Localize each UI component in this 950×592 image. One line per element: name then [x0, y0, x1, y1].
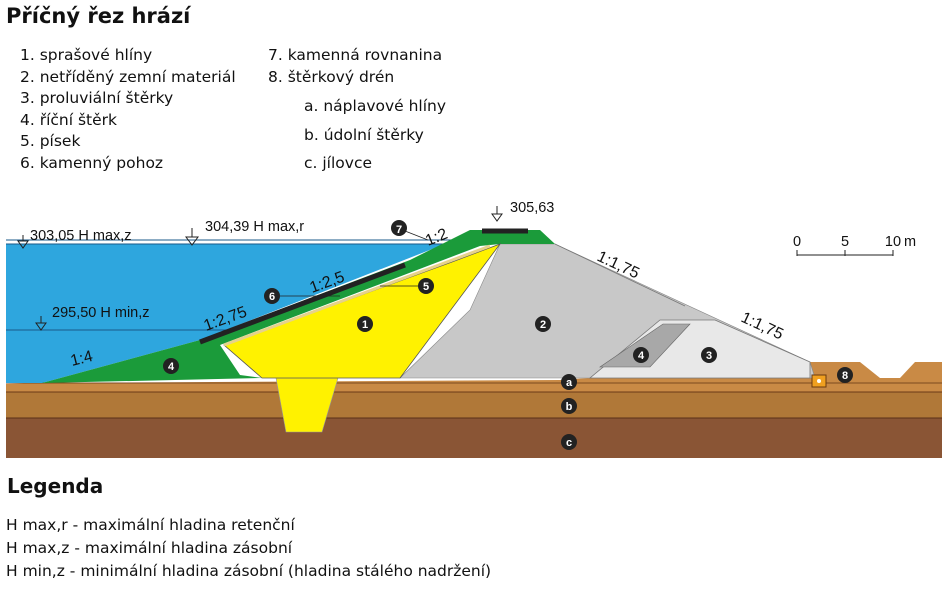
svg-text:3: 3 — [706, 350, 712, 362]
list-item: 5. písek — [20, 132, 81, 150]
list-item: 2. netříděný zemní materiál — [20, 67, 236, 86]
list-item: 6. kamenný pohoz — [20, 153, 164, 172]
list-item: 4. říční štěrk — [20, 110, 118, 129]
list-item: 3. proluviální štěrky — [20, 89, 174, 107]
marker-7: 7 — [391, 220, 407, 236]
legend-title: Legenda — [7, 474, 104, 498]
scale-label-0: 0 — [793, 234, 801, 250]
page-title: Příčný řez hrází — [6, 4, 191, 28]
scale-unit: m — [904, 234, 916, 250]
marker-c: c — [561, 434, 577, 450]
svg-text:1: 1 — [362, 319, 368, 331]
list-item: 8. štěrkový drén — [268, 67, 395, 86]
svg-text:7: 7 — [396, 224, 402, 236]
marker-2: 2 — [535, 316, 551, 332]
list-item: 1. sprašové hlíny — [20, 46, 153, 64]
marker-a: a — [561, 374, 577, 390]
marker-3: 3 — [701, 347, 717, 363]
svg-text:6: 6 — [269, 291, 275, 303]
level-label-crest: 305,63 — [510, 200, 554, 216]
scale-label-5: 5 — [841, 234, 849, 250]
svg-text:4: 4 — [168, 361, 175, 373]
level-marker-crest — [491, 213, 503, 222]
svg-text:b: b — [566, 401, 573, 413]
foundation-layers-list: a. náplavové hlíny b. údolní štěrky c. j… — [304, 92, 446, 178]
svg-text:c: c — [566, 437, 572, 449]
level-label-hmax-r: 304,39 H max,r — [205, 219, 304, 235]
level-label-hmin-z: 295,50 H min,z — [52, 305, 150, 321]
svg-text:a: a — [566, 377, 573, 389]
marker-b: b — [561, 398, 577, 414]
valley-gravel-layer — [6, 392, 942, 418]
riprap-layer — [199, 262, 406, 345]
marker-6: 6 — [264, 288, 280, 304]
svg-text:8: 8 — [842, 370, 848, 382]
svg-text:5: 5 — [423, 281, 429, 293]
svg-text:4: 4 — [638, 350, 645, 362]
reservoir-water — [6, 244, 445, 383]
drain-pipe — [817, 379, 821, 383]
river-gravel-lens — [599, 323, 691, 368]
marker-1: 1 — [357, 316, 373, 332]
marker-4-upstream: 4 — [163, 358, 179, 374]
downstream-slope-line — [554, 243, 686, 307]
sand-filter-strip — [223, 244, 491, 347]
list-item: c. jílovce — [304, 154, 373, 172]
claystone-layer — [6, 418, 942, 458]
marker-5: 5 — [418, 278, 434, 294]
slope-label: 1:4 — [69, 348, 95, 370]
materials-list-primary: 1. sprašové hlíny 2. netříděný zemní mat… — [20, 45, 236, 174]
list-item: 7. kamenná rovnanina — [268, 46, 443, 64]
scale-bar: 0 5 10 m — [793, 234, 916, 256]
legend-list: H max,r - maximální hladina retenční H m… — [6, 514, 491, 583]
legend-item: H max,z - maximální hladina zásobní — [6, 539, 293, 557]
scale-label-10: 10 — [885, 234, 901, 250]
marker-4-downstream: 4 — [633, 347, 649, 363]
legend-item: H min,z - minimální hladina zásobní (hla… — [6, 562, 492, 580]
leader-line — [404, 230, 429, 241]
svg-text:2: 2 — [540, 319, 546, 331]
legend-item: H max,r - maximální hladina retenční — [6, 516, 295, 534]
list-item: b. údolní štěrky — [304, 125, 424, 144]
marker-8: 8 — [837, 367, 853, 383]
list-item: a. náplavové hlíny — [304, 97, 447, 115]
level-label-hmax-z: 303,05 H max,z — [30, 228, 132, 244]
dam-cross-section-diagram: 303,05 H max,z 304,39 H max,r 295,50 H m… — [6, 200, 942, 458]
materials-list-secondary: 7. kamenná rovnanina 8. štěrkový drén — [268, 45, 442, 88]
